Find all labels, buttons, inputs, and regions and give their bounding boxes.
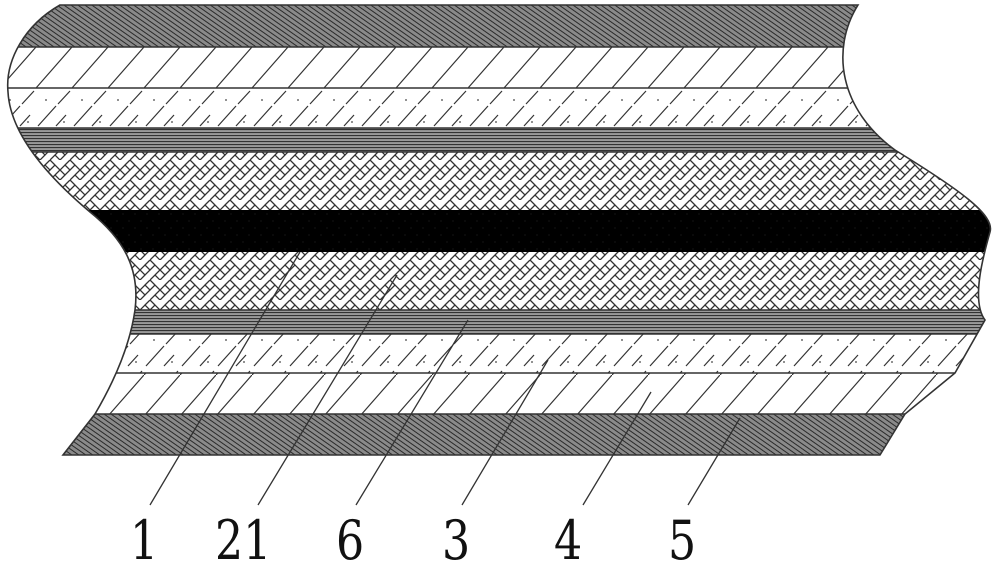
layer-3-top: [7, 88, 991, 128]
layer-5-bottom: [7, 414, 991, 455]
layer-5-top: [7, 5, 991, 47]
callout-label-21: 21: [215, 509, 272, 572]
layer-21-top: [7, 152, 991, 210]
layer-stack: [7, 5, 991, 455]
leader-line-6: [355, 319, 469, 506]
leader-line-4: [582, 391, 652, 506]
layer-3-bottom: [7, 334, 991, 373]
layer-6-top: [7, 128, 991, 152]
callout-label-6: 6: [336, 509, 365, 572]
leader-line-1: [149, 251, 301, 506]
leader-line-3: [461, 359, 549, 506]
layer-4-bottom: [7, 373, 991, 414]
leader-lines: [149, 251, 741, 506]
callout-label-5: 5: [668, 509, 697, 572]
leader-line-5: [687, 417, 741, 506]
callout-label-3: 3: [442, 509, 471, 572]
callout-label-1: 1: [130, 509, 159, 572]
shape-outline: [6, 4, 992, 456]
layer-21-bottom: [7, 252, 991, 310]
layer-boundaries: [7, 46, 991, 415]
layer-6-bottom: [7, 310, 991, 334]
callout-label-4: 4: [554, 509, 583, 572]
leader-line-21: [257, 274, 398, 506]
layer-1-core: [7, 210, 991, 252]
layer-4-top: [7, 47, 991, 88]
